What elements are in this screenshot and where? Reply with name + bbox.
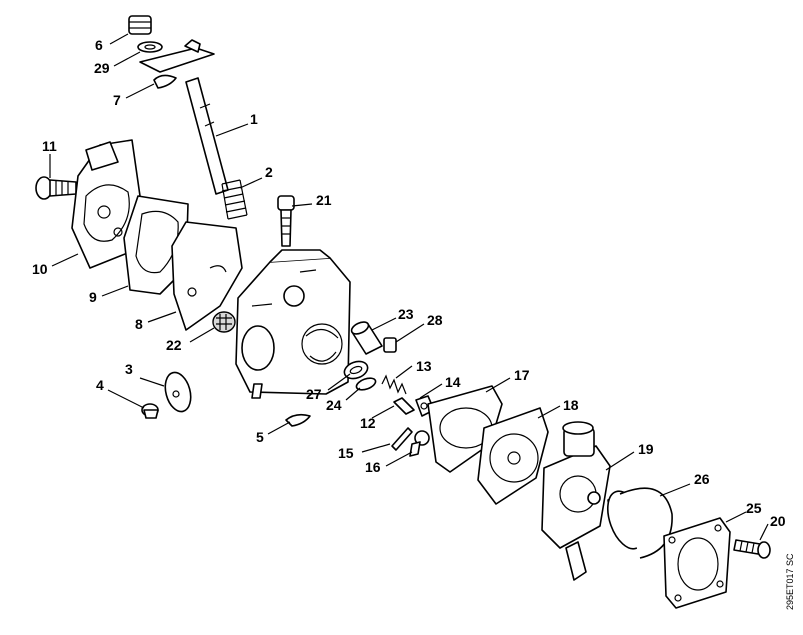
part-5-clip <box>285 413 311 427</box>
part-22-strainer <box>212 311 236 333</box>
part-13-spring <box>381 374 407 395</box>
callout-22: 22 <box>166 337 182 353</box>
part-29-washer <box>137 41 163 53</box>
part-1-throttle-shaft <box>139 39 229 195</box>
callout-1: 1 <box>250 111 258 127</box>
part-21-adjusting-screw <box>277 195 295 247</box>
part-24-seal <box>355 377 377 391</box>
callout-6: 6 <box>95 37 103 53</box>
callout-2: 2 <box>265 164 273 180</box>
part-3-disc <box>164 371 192 413</box>
callout-29: 29 <box>94 60 110 76</box>
part-26-primer-bulb <box>606 487 673 559</box>
callout-5: 5 <box>256 429 264 445</box>
part-6-cap <box>128 15 152 35</box>
part-8-diaphragm <box>171 221 243 331</box>
part-25-flange <box>663 517 731 609</box>
carburetor-body <box>235 249 351 399</box>
callout-27: 27 <box>306 386 322 402</box>
callout-19: 19 <box>638 441 654 457</box>
callout-18: 18 <box>563 397 579 413</box>
part-20-screw <box>733 539 771 559</box>
leader-lines <box>49 33 769 541</box>
callout-8: 8 <box>135 316 143 332</box>
callout-26: 26 <box>694 471 710 487</box>
callout-17: 17 <box>514 367 530 383</box>
callout-15: 15 <box>338 445 354 461</box>
callout-13: 13 <box>416 358 432 374</box>
part-11-screw <box>35 176 77 200</box>
callout-4: 4 <box>96 377 104 393</box>
callout-3: 3 <box>125 361 133 377</box>
callout-28: 28 <box>427 312 443 328</box>
part-28-plug <box>383 337 397 353</box>
callout-7: 7 <box>113 92 121 108</box>
callout-23: 23 <box>398 306 414 322</box>
callout-25: 25 <box>746 500 762 516</box>
callout-10: 10 <box>32 261 48 277</box>
callout-21: 21 <box>316 192 332 208</box>
part-15-pin <box>391 427 413 451</box>
part-23-plug <box>350 321 383 355</box>
part-12-needle <box>393 397 415 415</box>
callout-12: 12 <box>360 415 376 431</box>
callout-20: 20 <box>770 513 786 529</box>
part-4-screw <box>141 403 159 419</box>
drawing-code: 295ET017 SC <box>785 553 795 610</box>
part-7-clip <box>153 74 177 89</box>
part-2-spring <box>221 179 248 220</box>
callout-9: 9 <box>89 289 97 305</box>
callout-16: 16 <box>365 459 381 475</box>
part-16-screw <box>409 430 430 457</box>
part-18-diaphragm <box>477 407 549 505</box>
callout-11: 11 <box>42 138 57 154</box>
callout-24: 24 <box>326 397 342 413</box>
callout-14: 14 <box>445 374 461 390</box>
callout-labels: 6 29 7 1 2 11 21 10 9 8 22 23 28 13 14 1… <box>32 37 795 610</box>
